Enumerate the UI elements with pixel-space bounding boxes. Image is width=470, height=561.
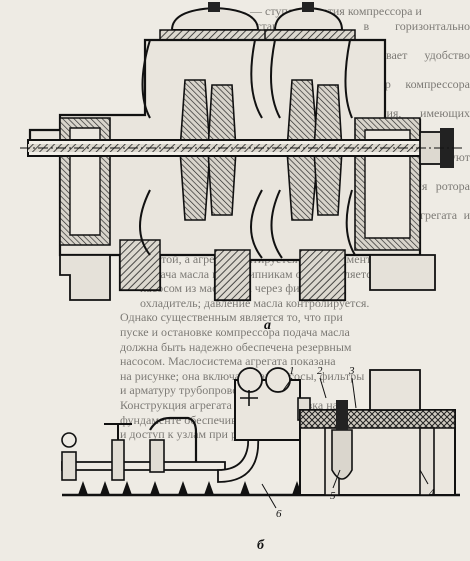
inlet-dome-right (264, 2, 356, 41)
panel-b-label: б (257, 538, 264, 553)
callout-leaders (261, 377, 429, 509)
callout-1: 1 (289, 365, 295, 377)
callout-5: 5 (330, 490, 336, 502)
panel-a-label: а (264, 318, 271, 333)
inlet-dome-left (159, 2, 271, 41)
compressor-section (20, 2, 465, 302)
callout-4: 4 (429, 487, 435, 499)
main-oil-pipe (61, 461, 226, 471)
callout-3: 3 (349, 365, 355, 377)
right-support-foot (369, 254, 436, 291)
oil-system (61, 367, 460, 509)
valve-group (61, 416, 198, 481)
oil-tank (299, 369, 456, 496)
oil-pump-unit (234, 367, 311, 441)
callout-2: 2 (317, 365, 323, 377)
callout-6: 6 (276, 508, 282, 520)
left-support-foot (59, 254, 111, 301)
pipe-supports (78, 481, 302, 495)
